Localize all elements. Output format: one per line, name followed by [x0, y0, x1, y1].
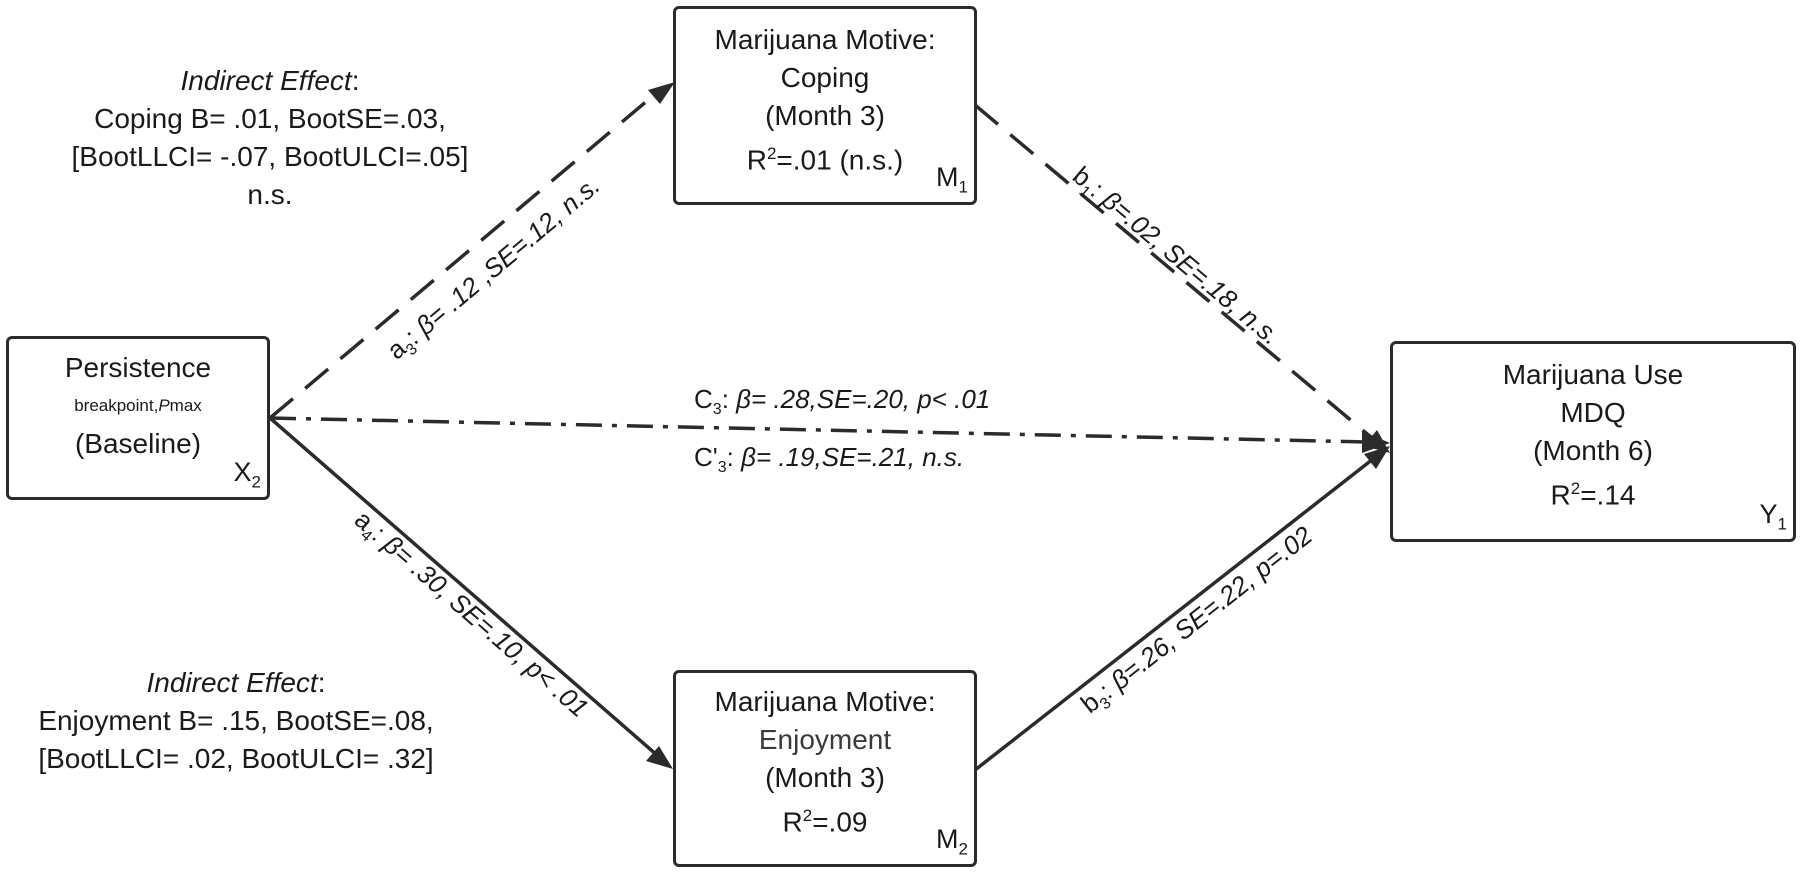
path-c3-arrowhead: [1362, 431, 1390, 453]
node-m1-motive: Coping: [780, 62, 870, 93]
path-a4-arrow: [268, 416, 660, 758]
indirect-effect-enjoyment-estimate: Enjoyment B= .15, BootSE=.08,: [38, 705, 434, 736]
path-a3-arrowhead: [648, 82, 675, 104]
path-c3-arrow: [269, 416, 1369, 444]
path-c3-label: C3: β= .28,SE=.20, p< .01: [694, 384, 991, 419]
path-b3-arrow: [973, 457, 1375, 772]
node-m2-motive: Enjoyment: [758, 724, 892, 755]
node-marijuana-use-y1: Marijuana Use MDQ (Month 6) R2=.14 Y1: [1390, 341, 1796, 542]
node-y1-tag: Y1: [1759, 498, 1787, 533]
node-m1-tag: M1: [936, 161, 968, 196]
path-b3-arrowhead: [1364, 446, 1390, 469]
node-x2-title: Persistence: [64, 352, 212, 383]
path-b1-arrow: [973, 103, 1374, 440]
node-y1-time: (Month 6): [1533, 435, 1653, 466]
indirect-effect-coping-note: Indirect Effect: Coping B= .01, BootSE=.…: [30, 62, 510, 214]
indirect-effect-coping-estimate: Coping B= .01, BootSE=.03,: [94, 103, 446, 134]
node-persistence-x2: Persistence breakpoint,Pmax (Baseline) X…: [6, 336, 270, 500]
indirect-effect-enjoyment-note: Indirect Effect: Enjoyment B= .15, BootS…: [6, 664, 466, 778]
node-m2-tag: M2: [936, 823, 968, 858]
node-x2-subtitle: breakpoint,Pmax: [74, 396, 202, 415]
node-enjoyment-m2: Marijuana Motive: Enjoyment (Month 3) R2…: [673, 670, 977, 867]
node-y1-r2: R2=.14: [1550, 479, 1636, 511]
node-y1-title: Marijuana Use: [1502, 359, 1684, 390]
node-y1-measure: MDQ: [1560, 397, 1626, 428]
indirect-effect-coping-sig: n.s.: [247, 179, 293, 210]
node-m1-r2: R2=.01 (n.s.): [746, 144, 904, 176]
node-m2-time: (Month 3): [765, 762, 885, 793]
node-m2-r2: R2=.09: [782, 806, 868, 838]
node-m1-time: (Month 3): [765, 100, 885, 131]
indirect-effect-enjoyment-ci: [BootLLCI= .02, BootULCI= .32]: [38, 743, 434, 774]
path-a3-arrow: [268, 88, 662, 420]
indirect-effect-coping-ci: [BootLLCI= -.07, BootULCI=.05]: [71, 141, 469, 172]
indirect-effect-enjoyment-heading: Indirect Effect:: [146, 667, 326, 698]
path-a4-arrowhead: [646, 746, 673, 769]
node-x2-tag: X2: [233, 456, 261, 491]
node-m1-title: Marijuana Motive:: [714, 24, 936, 55]
node-coping-m1: Marijuana Motive: Coping (Month 3) R2=.0…: [673, 6, 977, 205]
node-m2-title: Marijuana Motive:: [714, 686, 936, 717]
node-x2-time: (Baseline): [74, 428, 202, 459]
indirect-effect-coping-heading: Indirect Effect:: [180, 65, 360, 96]
path-c3-prime-label: C'3: β= .19,SE=.21, n.s.: [694, 442, 965, 477]
